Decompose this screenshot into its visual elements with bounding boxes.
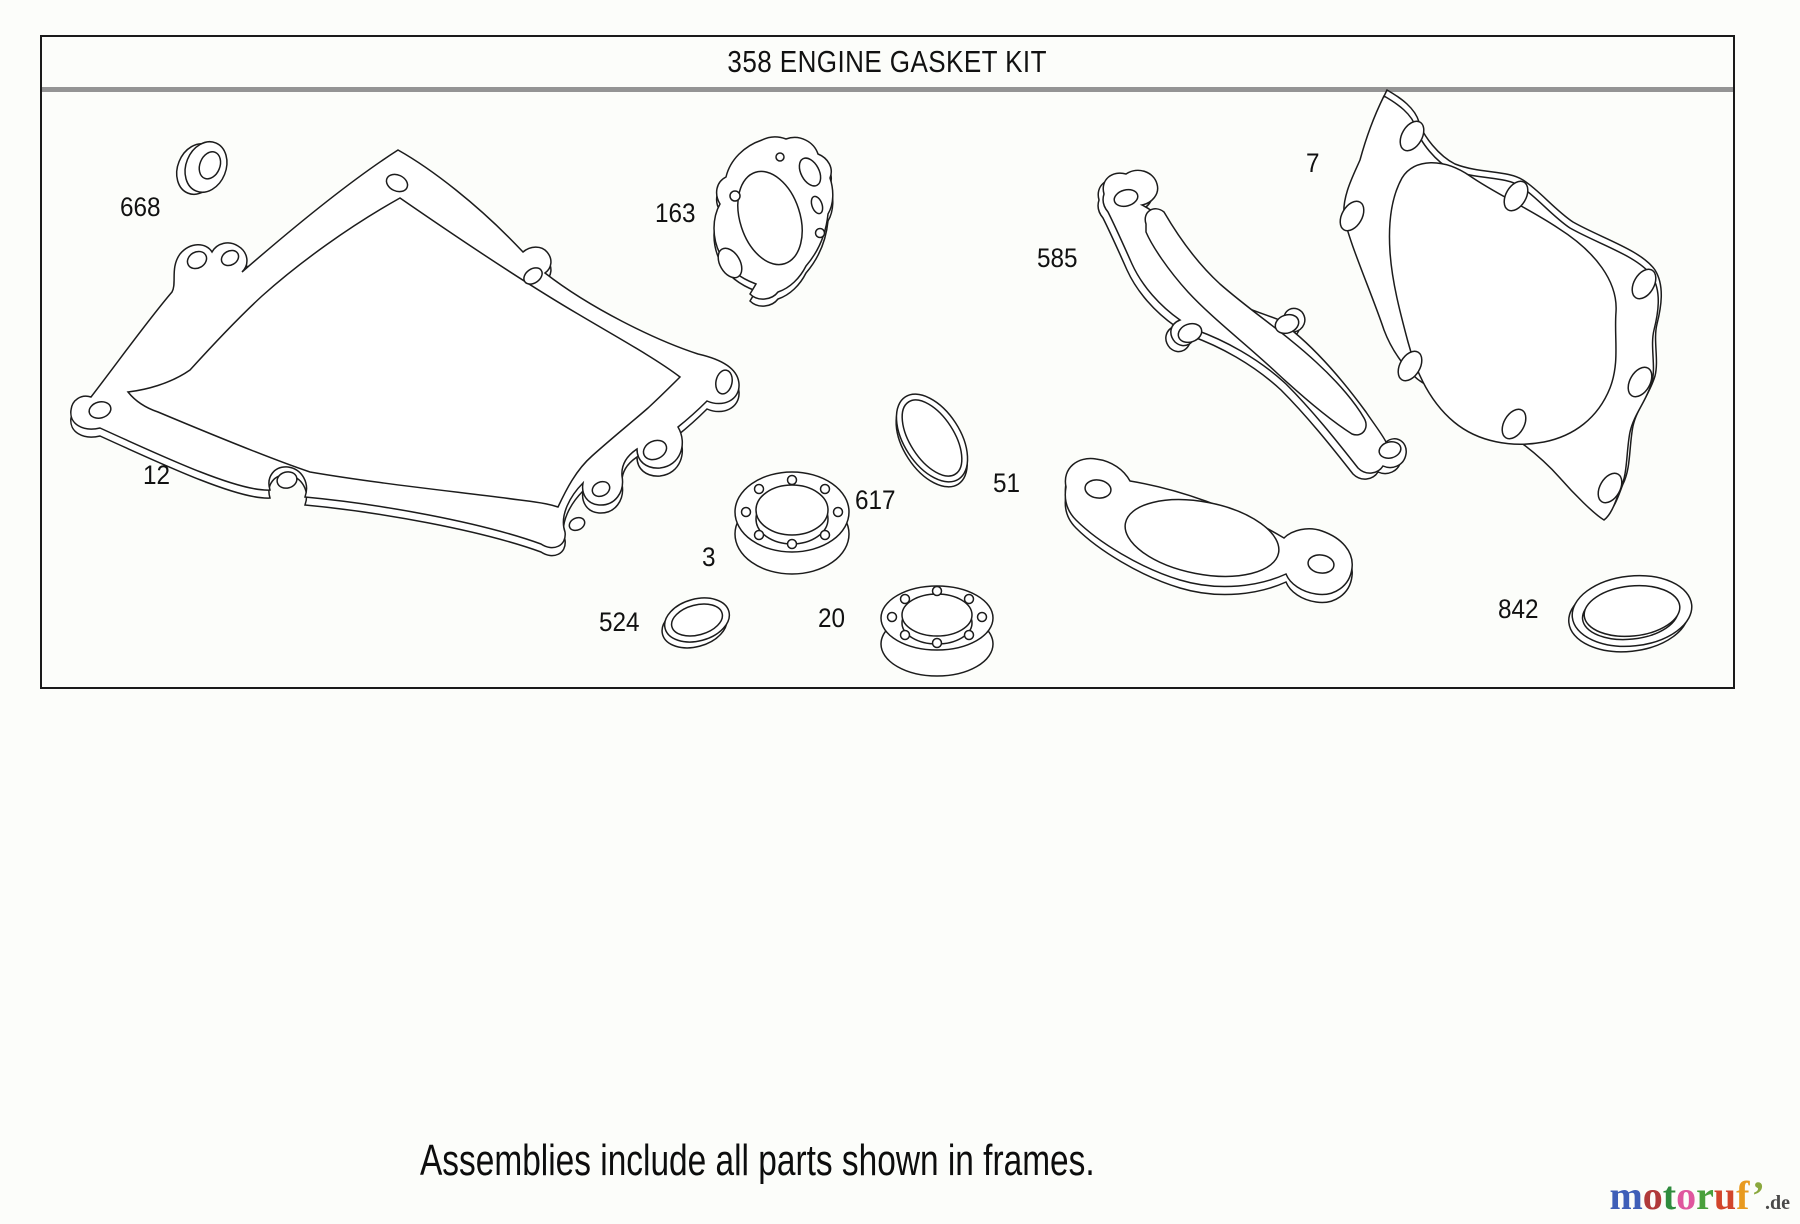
part-51-drawing bbox=[1064, 457, 1353, 604]
part-617-drawing bbox=[895, 393, 969, 488]
part-668-drawing bbox=[175, 141, 228, 196]
motoruf-logo: motoruf’.de bbox=[1609, 1172, 1790, 1219]
assemblies-caption: Assemblies include all parts shown in fr… bbox=[420, 1136, 1095, 1185]
part-label-51: 51 bbox=[993, 468, 1021, 498]
part-label-524: 524 bbox=[599, 607, 640, 637]
part-label-617: 617 bbox=[855, 485, 896, 515]
part-585-drawing bbox=[1097, 169, 1407, 480]
assembly-frame: 358 ENGINE GASKET KIT bbox=[40, 35, 1735, 689]
part-label-585: 585 bbox=[1037, 243, 1078, 273]
motoruf-logo-suffix: .de bbox=[1765, 1192, 1790, 1214]
part-label-668: 668 bbox=[120, 192, 161, 222]
part-163-drawing bbox=[713, 136, 834, 307]
part-label-3: 3 bbox=[702, 542, 716, 572]
part-842-drawing bbox=[1568, 574, 1693, 653]
part-label-12: 12 bbox=[143, 460, 171, 490]
part-label-842: 842 bbox=[1498, 594, 1539, 624]
frame-header: 358 ENGINE GASKET KIT bbox=[42, 37, 1733, 92]
frame-title: 358 ENGINE GASKET KIT bbox=[727, 44, 1048, 79]
motoruf-logo-letters: motoruf’ bbox=[1609, 1173, 1765, 1218]
part-524-drawing bbox=[661, 597, 731, 649]
part-label-20: 20 bbox=[818, 603, 846, 633]
part-12-drawing bbox=[70, 149, 740, 557]
part-20-drawing bbox=[880, 585, 994, 677]
part-7-drawing bbox=[1339, 88, 1662, 521]
part-label-163: 163 bbox=[655, 198, 696, 228]
part-label-7: 7 bbox=[1306, 148, 1320, 178]
part-3-drawing bbox=[734, 471, 850, 575]
